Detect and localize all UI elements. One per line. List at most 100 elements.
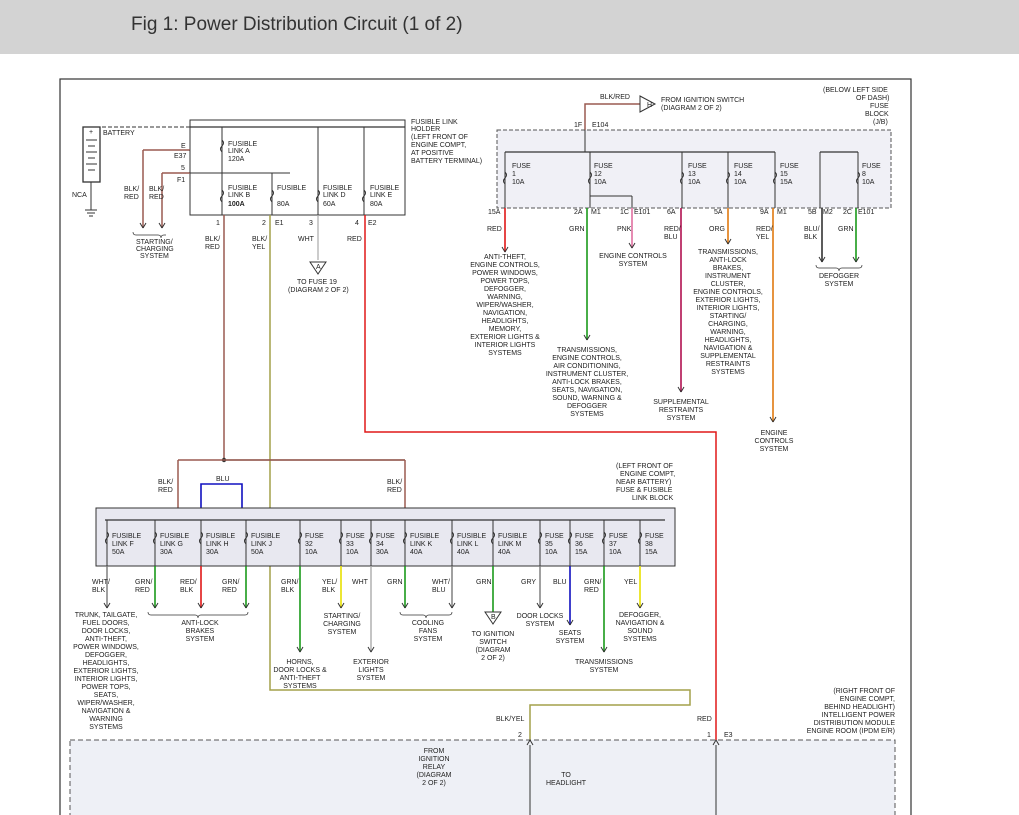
tl-8: SYSTEMS <box>570 411 604 418</box>
bottom-fuse-label: 50A <box>251 549 264 556</box>
fuse-symbol <box>602 531 606 545</box>
conn-a-label: A <box>316 264 321 271</box>
bottom-wire-label: BLK <box>92 587 106 594</box>
pin-e: E <box>181 143 186 150</box>
tk-8: INTERIOR LIGHTS, <box>75 676 138 683</box>
diagram-frame <box>59 78 912 815</box>
jb-fuses <box>503 152 860 208</box>
lf-2: ENGINE COMPT, <box>620 471 675 478</box>
bottom-fuse-label: 40A <box>498 549 511 556</box>
blk-yel-label: BLK/YEL <box>496 716 525 723</box>
bottom-wire-label: BLK <box>180 587 194 594</box>
jbp-1c: 1C <box>620 209 629 216</box>
pin-e104: E104 <box>592 122 608 129</box>
jbw-red: RED <box>487 226 502 233</box>
dl-0: DOOR LOCKS <box>517 613 564 620</box>
jbw-red-yel-2: YEL <box>756 234 769 241</box>
bottom-wire-label: BLU <box>553 579 567 586</box>
ipdm-1: ENGINE COMPT, <box>840 696 895 703</box>
ipdm-5: ENGINE ROOM (IPDM E/R) <box>807 728 895 735</box>
figure-title: Fig 1: Power Distribution Circuit (1 of … <box>131 14 463 35</box>
abs-0: ANTI-LOCK <box>181 620 219 627</box>
lw-blkred-2a: BLK/ <box>387 479 402 486</box>
below-dash-4: BLOCK <box>865 111 889 118</box>
lf-4: FUSE & FUSIBLE <box>616 487 673 494</box>
bottom-wire-label: GRN/ <box>222 579 240 586</box>
sc2-1: CHARGING <box>323 621 361 628</box>
fl-c-3: 80A <box>277 201 290 208</box>
hpin-1: 1 <box>216 220 220 227</box>
bottom-fuse-label: FUSE <box>346 533 365 540</box>
bottom-fuse-label: 10A <box>609 549 622 556</box>
at-2: POWER WINDOWS, <box>472 270 538 277</box>
at-9: MEMORY, <box>489 326 521 333</box>
bottom-fuse-label: 32 <box>305 541 313 548</box>
bottom-fuse-label: FUSE <box>545 533 564 540</box>
wire-red-1: RED <box>124 194 139 201</box>
hpin-4: 4 <box>355 220 359 227</box>
bottom-fuse-label: FUSIBLE <box>498 533 528 540</box>
th-0: TO <box>561 772 571 779</box>
fl-d-3: 60A <box>323 201 336 208</box>
bottom-wire-label: BLU <box>432 587 446 594</box>
jbf13-2: 13 <box>688 171 696 178</box>
jbf1-1: FUSE <box>512 163 531 170</box>
holder-1: FUSIBLE LINK <box>411 119 458 126</box>
jbf13-1: FUSE <box>688 163 707 170</box>
tk-1: FUEL DOORS, <box>82 620 129 627</box>
bottom-fuse-label: LINK L <box>457 541 479 548</box>
jbp-m1a: M1 <box>591 209 601 216</box>
ti-0: TO IGNITION <box>472 631 515 638</box>
tl-6: SOUND, WARNING & <box>552 395 622 402</box>
tl-2: AIR CONDITIONING, <box>553 363 620 370</box>
bottom-wire-label: GRN/ <box>281 579 299 586</box>
anti-theft-list: ANTI-THEFT, ENGINE CONTROLS, POWER WINDO… <box>470 249 859 453</box>
jbf15-2: 15 <box>780 171 788 178</box>
starting-charging-3: SYSTEM <box>140 253 169 260</box>
tl-4: ANTI-LOCK BRAKES, <box>552 379 622 386</box>
jbf1-2: 1 <box>512 171 516 178</box>
bottom-fuse-label: 30A <box>376 549 389 556</box>
lf-1: (LEFT FRONT OF <box>616 463 673 470</box>
jbw-grn: GRN <box>569 226 585 233</box>
bottom-fuse-label: 36 <box>575 541 583 548</box>
fuse-symbol <box>450 531 454 545</box>
blk-red-top: BLK/RED <box>600 94 630 101</box>
el-0: EXTERIOR <box>353 659 389 666</box>
bottom-fuse-label: FUSIBLE <box>457 533 487 540</box>
jbw-grn-2: GRN <box>838 226 854 233</box>
at-12: SYSTEMS <box>488 350 522 357</box>
fuse-symbol <box>491 531 495 545</box>
fl-a-3: 120A <box>228 156 245 163</box>
tl2-4: CLUSTER, <box>711 281 746 288</box>
fuse-symbol <box>244 531 248 545</box>
tk-14: SYSTEMS <box>89 724 123 731</box>
bottom-fuse-label: LINK H <box>206 541 229 548</box>
bottom-wire-label: GRN/ <box>584 579 602 586</box>
bottom-wire-label: GRN <box>387 579 403 586</box>
tk-9: POWER TOPS, <box>81 684 130 691</box>
bottom-fuse-label: FUSE <box>645 533 664 540</box>
fl-b-3: 100A <box>228 201 245 208</box>
jbw-pnk: PNK <box>617 226 632 233</box>
at-3: POWER TOPS, <box>480 278 529 285</box>
bottom-fuse-label: 40A <box>410 549 423 556</box>
df-1: SYSTEM <box>825 281 854 288</box>
st-0: SEATS <box>559 630 582 637</box>
bottom-wire-label: RED/ <box>180 579 197 586</box>
jbf14-3: 10A <box>734 179 747 186</box>
dn-3: SYSTEMS <box>623 636 657 643</box>
jbf13-3: 10A <box>688 179 701 186</box>
lw-blkred-1a: BLK/ <box>158 479 173 486</box>
sc2-2: SYSTEM <box>328 629 357 636</box>
fir-2: RELAY <box>423 764 446 771</box>
bottom-wire-label: RED <box>135 587 150 594</box>
bottom-wire-label: RED <box>584 587 599 594</box>
at-7: NAVIGATION, <box>483 310 527 317</box>
el-2: SYSTEM <box>357 675 386 682</box>
jbf14-1: FUSE <box>734 163 753 170</box>
bottom-wire-label: GRN/ <box>135 579 153 586</box>
to-fuse19-2: (DIAGRAM 2 OF 2) <box>288 287 349 294</box>
